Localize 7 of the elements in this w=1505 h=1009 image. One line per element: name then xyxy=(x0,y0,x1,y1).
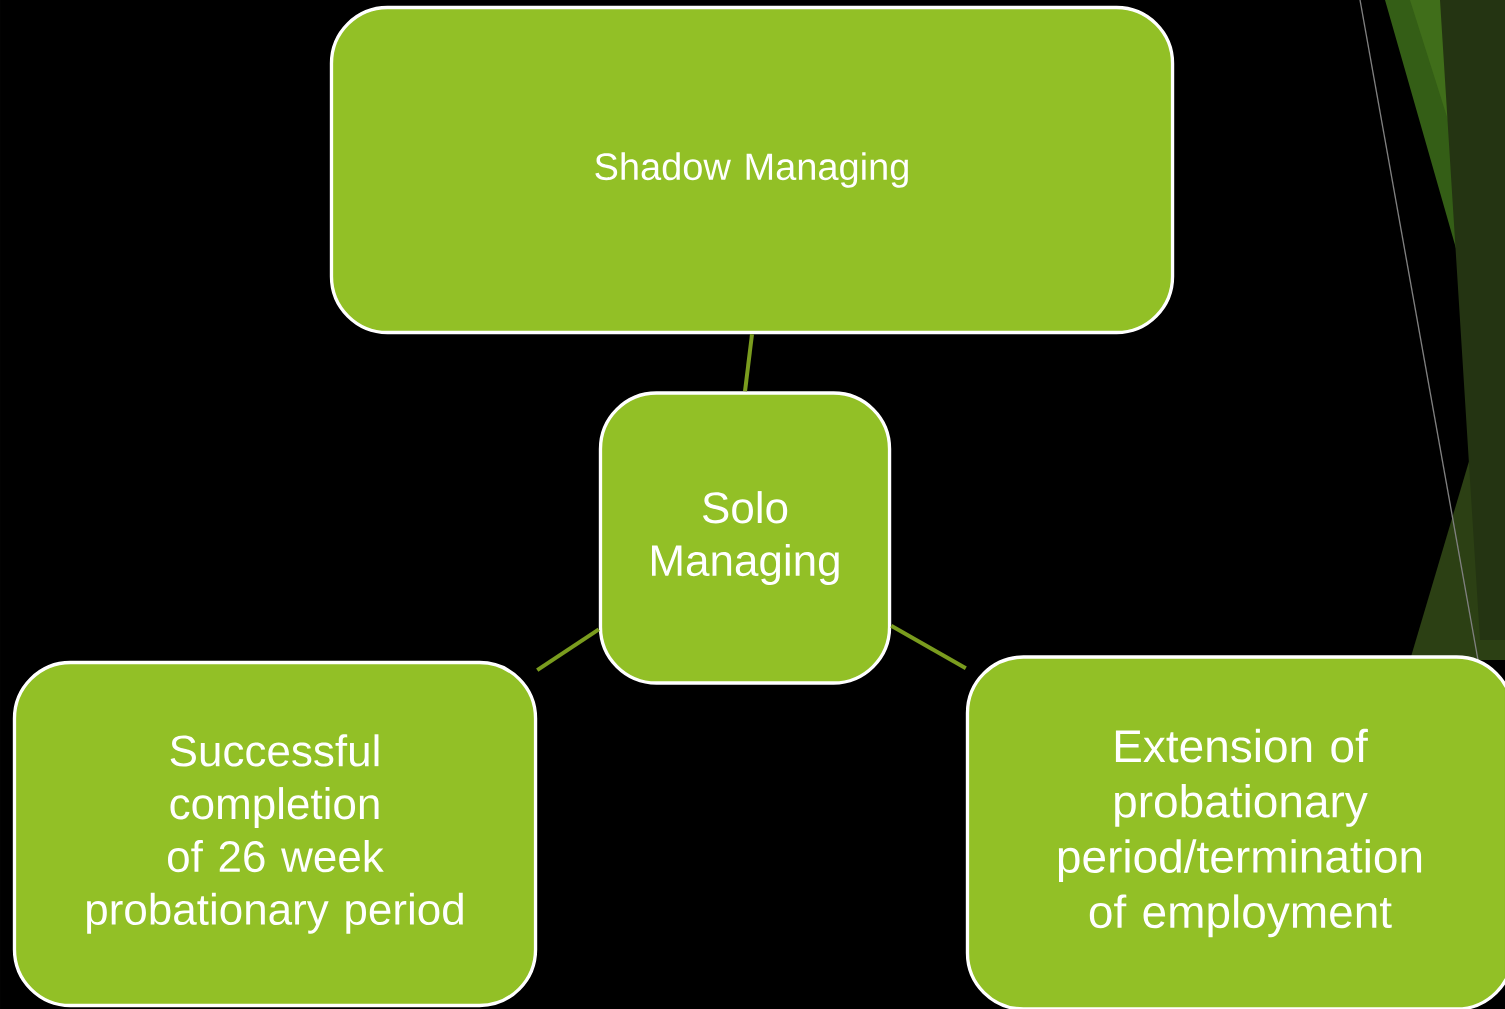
connector-line xyxy=(536,627,600,672)
process-box: Successful completion of 26 week probationary period xyxy=(12,660,538,1008)
connector-line xyxy=(743,333,754,392)
process-box: Shadow Managing xyxy=(329,5,1175,335)
process-box: Solo Managing xyxy=(598,391,892,685)
process-box: Extension of probationary period/termination of employment xyxy=(965,655,1505,1009)
connector-line xyxy=(890,624,967,670)
